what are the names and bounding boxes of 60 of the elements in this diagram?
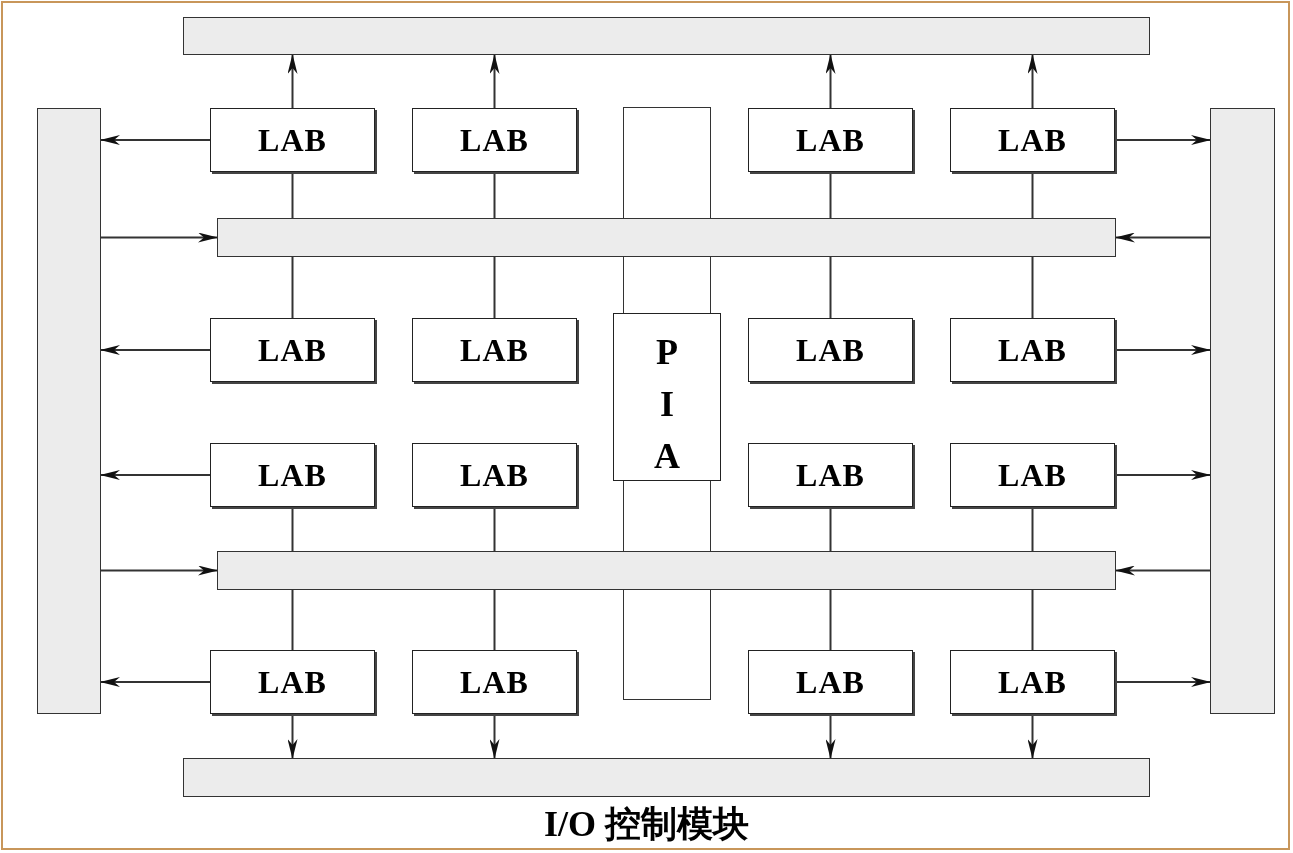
- logic-block: LAB: [748, 318, 913, 382]
- arrow: [1027, 54, 1038, 109]
- arrow: [1115, 232, 1211, 243]
- connector-line: [1031, 256, 1034, 319]
- bus-bar: [217, 551, 1116, 590]
- connector-line: [829, 506, 832, 552]
- connector-line: [1031, 589, 1034, 651]
- connector-line: [1031, 171, 1034, 219]
- arrow: [1114, 470, 1211, 480]
- arrow: [825, 54, 836, 109]
- caption: I/O 控制模块: [543, 803, 750, 846]
- connector-line: [291, 506, 294, 552]
- logic-block: LAB: [950, 318, 1115, 382]
- arrow: [100, 135, 211, 145]
- arrow: [100, 565, 218, 576]
- logic-block: LAB: [748, 650, 913, 714]
- logic-block: LAB: [748, 108, 913, 172]
- logic-block: LAB: [210, 318, 375, 382]
- connector-line: [493, 171, 496, 219]
- logic-block: LAB: [748, 443, 913, 507]
- bus-bar: [37, 108, 101, 714]
- logic-block: LAB: [412, 443, 577, 507]
- arrow: [100, 677, 211, 687]
- connector-line: [829, 589, 832, 651]
- arrow: [489, 54, 500, 109]
- arrow: [1114, 345, 1211, 355]
- arrow: [100, 232, 218, 243]
- arrow: [287, 54, 298, 109]
- connector-line: [1031, 506, 1034, 552]
- logic-block: LAB: [210, 443, 375, 507]
- connector-line: [493, 589, 496, 651]
- arrow: [825, 713, 836, 759]
- arrow: [100, 470, 211, 480]
- logic-block: LAB: [412, 108, 577, 172]
- connector-line: [829, 171, 832, 219]
- bus-bar: [1210, 108, 1275, 714]
- bus-bar: [183, 758, 1150, 797]
- arrow: [287, 713, 298, 759]
- logic-block: LAB: [412, 318, 577, 382]
- logic-block: LAB: [210, 108, 375, 172]
- connector-line: [291, 589, 294, 651]
- arrow: [1115, 565, 1211, 576]
- logic-block: LAB: [950, 650, 1115, 714]
- logic-block: LAB: [412, 650, 577, 714]
- arrow: [1027, 713, 1038, 759]
- bus-bar: [217, 218, 1116, 257]
- logic-block: LAB: [950, 108, 1115, 172]
- connector-line: [829, 256, 832, 319]
- arrow: [1114, 135, 1211, 145]
- logic-block: LAB: [950, 443, 1115, 507]
- arrow: [489, 713, 500, 759]
- interconnect-label-box: PIA: [613, 313, 721, 481]
- logic-block: LAB: [210, 650, 375, 714]
- arrow: [1114, 677, 1211, 687]
- bus-bar: [183, 17, 1150, 55]
- arrow: [100, 345, 211, 355]
- connector-line: [493, 256, 496, 319]
- connector-line: [291, 256, 294, 319]
- connector-line: [493, 506, 496, 552]
- connector-line: [291, 171, 294, 219]
